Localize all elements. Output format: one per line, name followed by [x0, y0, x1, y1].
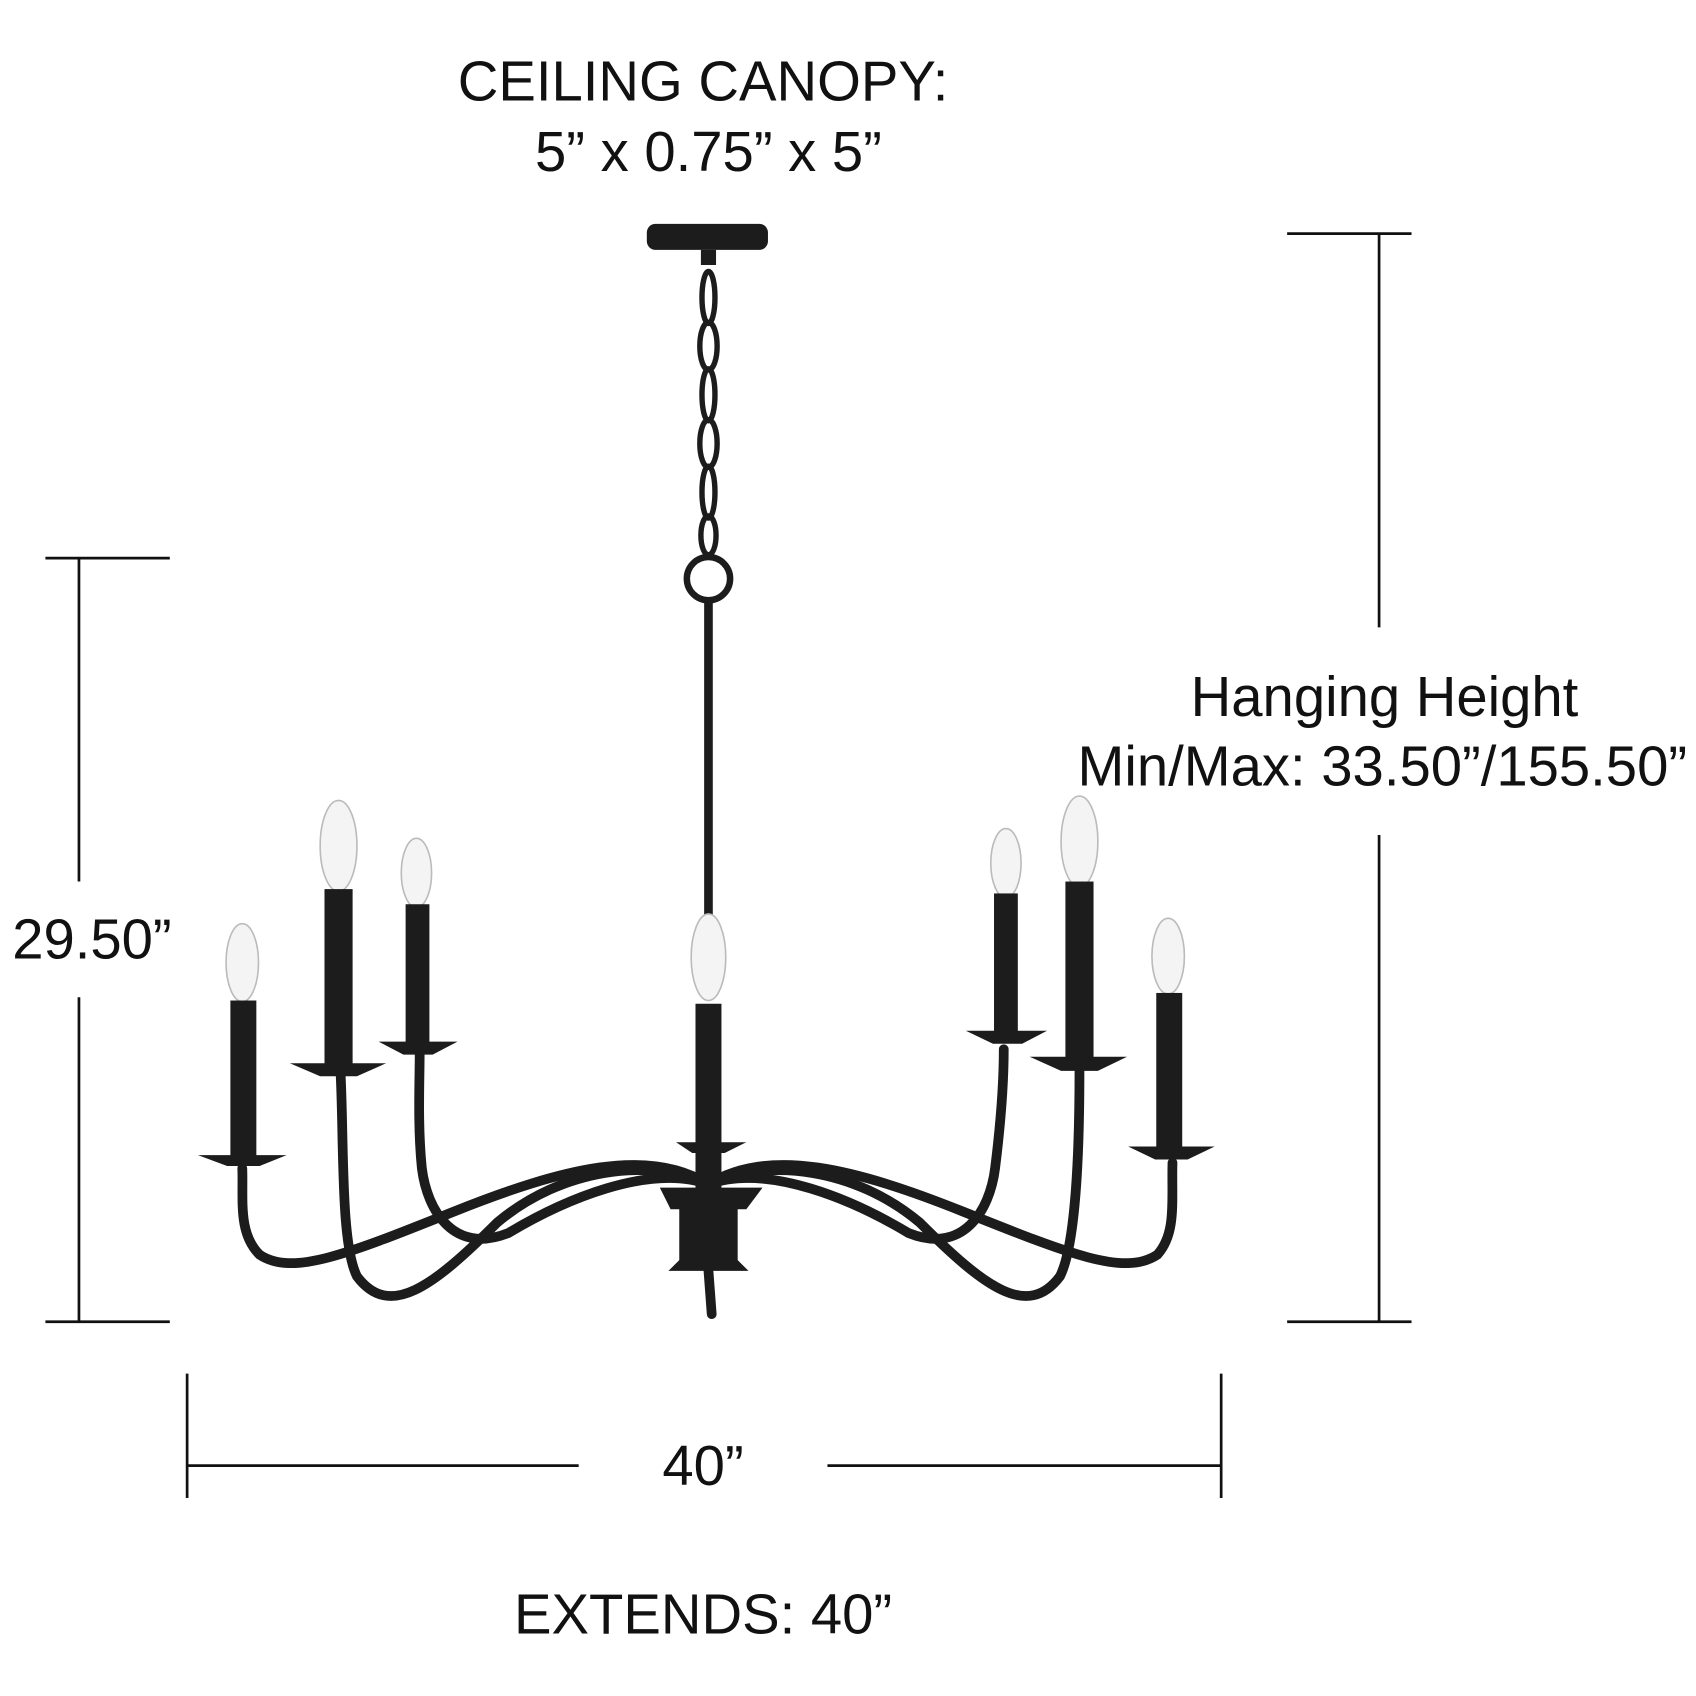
candle	[378, 837, 458, 1055]
height-dimension-line	[45, 556, 170, 1324]
height-label: 29.50”	[12, 907, 171, 970]
width-label: 40”	[662, 1434, 743, 1497]
canopy-dimensions: 5” x 0.75” x 5”	[535, 120, 882, 183]
canopy-label: CEILING CANOPY:	[458, 50, 949, 113]
candle	[1128, 917, 1215, 1160]
hanging-height-values: Min/Max: 33.50”/155.50”	[1078, 734, 1688, 797]
chandelier-illustration	[197, 223, 1215, 1320]
candle	[289, 799, 387, 1077]
hanging-ring	[683, 553, 734, 604]
extends-label: EXTENDS: 40”	[514, 1582, 892, 1645]
down-rod	[704, 600, 713, 925]
candle	[1029, 795, 1128, 1071]
width-dimension-line	[185, 1373, 1223, 1499]
ceiling-canopy	[646, 223, 768, 250]
hanging-height-dimension-line	[1287, 232, 1412, 1324]
candle	[676, 913, 747, 1190]
candle	[965, 827, 1048, 1044]
hanging-height-label: Hanging Height	[1191, 665, 1579, 728]
chain	[683, 268, 734, 604]
candle	[197, 922, 287, 1166]
center-hub	[659, 1187, 763, 1271]
